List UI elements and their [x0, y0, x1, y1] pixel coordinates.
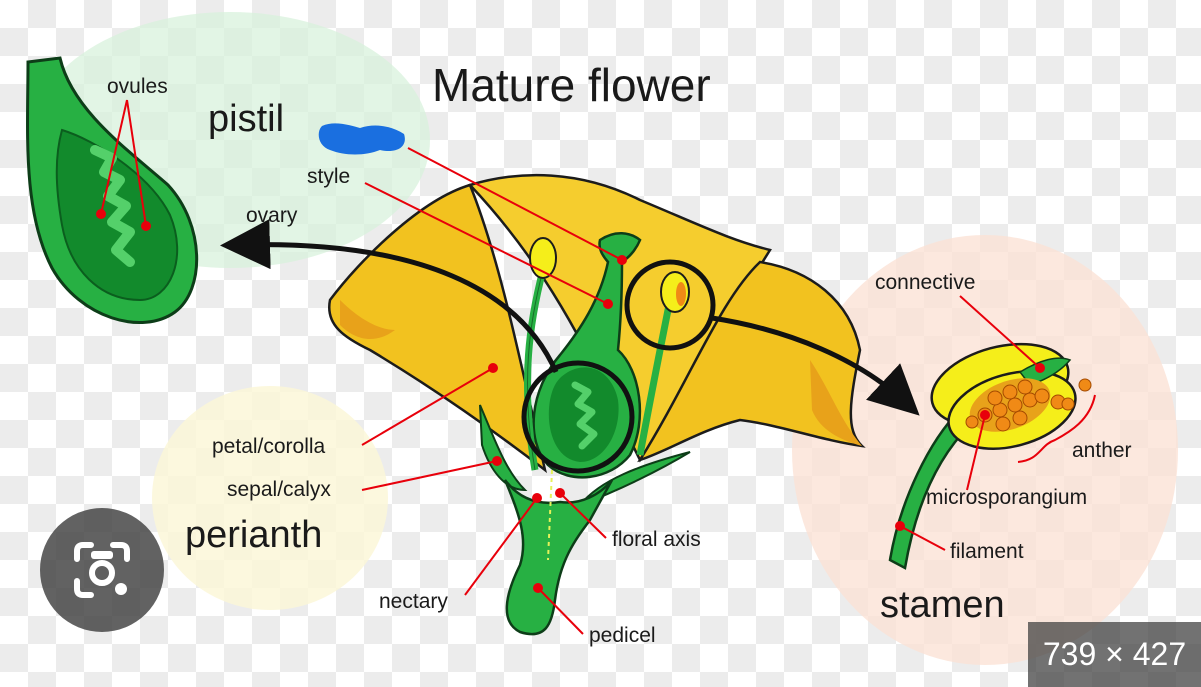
image-size-badge: 739 × 427: [1028, 622, 1201, 687]
label-style: style: [307, 165, 351, 188]
anther-magnifier: [624, 259, 716, 351]
label-ovules: ovules: [107, 75, 168, 98]
label-nectary: nectary: [379, 590, 448, 613]
label-microsporangium: microsporangium: [926, 486, 1088, 509]
pointer-dots: [488, 255, 1045, 593]
pistil-detail: [26, 56, 199, 325]
label-petal-corolla: petal/corolla: [212, 435, 326, 458]
stamen-arrow: [711, 315, 920, 416]
label-anther: anther: [1072, 439, 1132, 462]
label-pistil: pistil: [208, 98, 285, 140]
label-connective: connective: [875, 271, 976, 294]
label-ovary: ovary: [246, 204, 298, 227]
visual-search-button[interactable]: [40, 508, 164, 632]
label-filament: filament: [950, 540, 1024, 563]
label-pedicel: pedicel: [589, 624, 656, 647]
stigma-scribble: [318, 123, 405, 155]
perianth-region: [152, 386, 388, 610]
label-floral-axis: floral axis: [612, 528, 701, 551]
stamen-detail: [888, 342, 1096, 570]
pointer-lines: [361, 147, 1041, 635]
stamen-region: [792, 235, 1178, 665]
label-perianth: perianth: [185, 514, 323, 556]
label-sepal-calyx: sepal/calyx: [227, 478, 331, 501]
ovary-magnifier: [521, 360, 635, 474]
camera-search-icon: [74, 542, 130, 598]
diagram-title: Mature flower: [432, 59, 711, 111]
label-stamen: stamen: [880, 584, 1005, 626]
ovary-arrow: [220, 219, 559, 374]
pistil: [532, 232, 642, 479]
